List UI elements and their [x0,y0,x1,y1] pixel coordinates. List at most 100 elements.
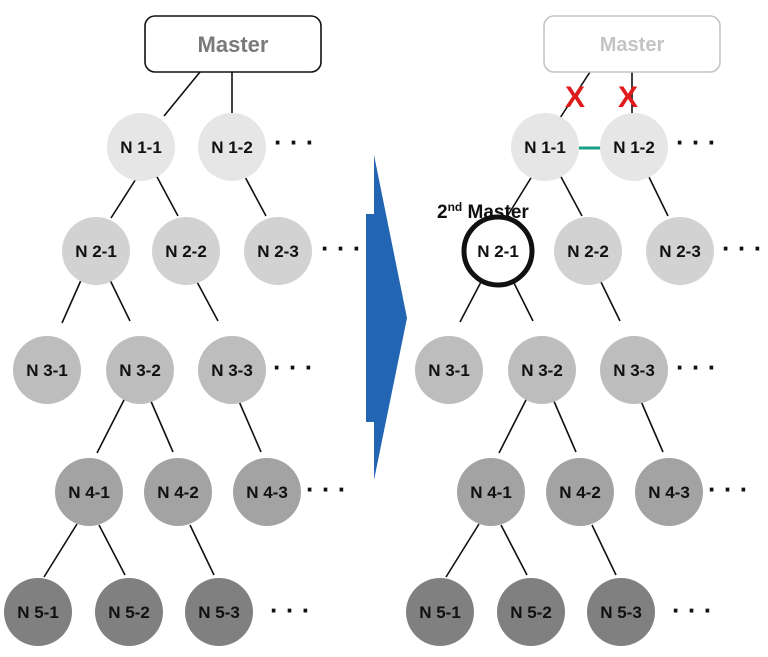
node-n3-1: N 3-1 [415,336,483,404]
node-label: N 3-2 [521,361,563,380]
node-circle [198,113,266,181]
node-n5-1: N 5-1 [406,578,474,646]
edge-n4-2-n5-3 [591,524,617,576]
second-master-base: 2 [437,202,448,223]
node-label: N 2-3 [257,242,299,261]
node-circle [144,458,212,526]
node-n1-1: N 1-1 [107,113,175,181]
node-circle [107,113,175,181]
edge-n1-2-n2-3 [647,174,669,217]
node-circle [95,578,163,646]
edge-n1-1-n2-1 [507,172,535,216]
node-label: N 3-3 [211,361,253,380]
node-n2-1: N 2-1 [62,217,130,285]
node-label: N 1-2 [211,138,253,157]
node-label: N 5-1 [419,603,461,622]
edge-n2-1-n3-1 [459,279,483,323]
node-n3-3: N 3-3 [600,336,668,404]
node-circle [554,217,622,285]
node-n4-2: N 4-2 [546,458,614,526]
node-circle [62,217,130,285]
edge-n4-1-n5-2 [98,524,126,576]
ellipsis-row-4: · · · [306,474,346,504]
node-circle [457,458,525,526]
ellipsis-row-2: · · · [722,233,762,263]
node-n4-2: N 4-2 [144,458,212,526]
node-n2-3: N 2-3 [244,217,312,285]
node-label: N 5-1 [17,603,59,622]
transition-arrow [366,155,407,480]
node-label: N 5-3 [600,603,642,622]
second-master-rest: Master [462,202,529,223]
node-circle [511,113,579,181]
edge-n2-1-n3-2 [513,282,534,322]
right-tree: Master X X N 1-1 N 1-2 N 2-1 N 2-2 N 2-3 N 3-… [406,15,762,646]
node-label: N 2-2 [567,242,609,261]
node-n3-2: N 3-2 [508,336,576,404]
node-n5-2: N 5-2 [497,578,565,646]
node-n3-1: N 3-1 [13,336,81,404]
edge-n3-2-n4-2 [149,398,174,453]
node-n1-2: N 1-2 [600,113,668,181]
node-circle [13,336,81,404]
node-circle [646,217,714,285]
node-label: N 4-3 [648,483,690,502]
node-circle [497,578,565,646]
node-circle [587,578,655,646]
edge-n2-1-n3-1 [61,277,83,324]
cut-mark-right: X [618,81,638,114]
ellipsis-row-1: · · · [274,127,314,157]
ellipsis-row-2: · · · [321,233,361,263]
edge-n3-2-n4-1 [498,397,528,454]
node-n3-2: N 3-2 [106,336,174,404]
left-tree-edges [43,71,267,578]
node-label: N 5-2 [510,603,552,622]
edge-n1-2-n2-3 [243,174,267,217]
node-label: N 4-3 [246,483,288,502]
node-circle [185,578,253,646]
right-tree-edges [445,71,669,578]
edge-n4-1-n5-1 [43,523,78,578]
node-circle [4,578,72,646]
edge-n1-1-n2-2 [559,174,583,217]
node-label: N 5-3 [198,603,240,622]
node-label: N 4-2 [559,483,601,502]
edge-master-n1-1-cut [559,71,591,119]
ellipsis-row-3: · · · [273,352,313,382]
edge-n3-3-n4-3 [237,398,262,453]
node-n4-1: N 4-1 [55,458,123,526]
second-master-node-n2-1: N 2-1 [461,214,535,288]
node-circle [546,458,614,526]
node-label: N 1-2 [613,138,655,157]
right-tree-nodes: N 1-1 N 1-2 N 2-1 N 2-2 N 2-3 N 3-1 N 3-2 N 3-3… [406,113,714,646]
cut-mark-left: X [565,81,585,114]
node-n4-3: N 4-3 [635,458,703,526]
master-box [144,15,322,73]
node-label: N 5-2 [108,603,150,622]
node-n2-3: N 2-3 [646,217,714,285]
node-n5-1: N 5-1 [4,578,72,646]
ellipsis-row-5: · · · [270,595,310,625]
master-box-faded [543,15,721,73]
node-label: N 2-1 [75,242,117,261]
node-label: N 1-1 [120,138,162,157]
node-n2-2: N 2-2 [152,217,220,285]
node-label: N 3-3 [613,361,655,380]
ellipsis-row-5: · · · [672,595,712,625]
node-label: N 3-1 [26,361,68,380]
node-circle [635,458,703,526]
node-n5-2: N 5-2 [95,578,163,646]
node-label: N 1-1 [524,138,566,157]
node-n1-2: N 1-2 [198,113,266,181]
node-circle [198,336,266,404]
node-label: N 4-1 [470,483,512,502]
node-circle [55,458,123,526]
ellipsis-row-1: · · · [676,127,716,157]
edge-n4-2-n5-3 [189,524,215,576]
node-n4-3: N 4-3 [233,458,301,526]
node-n5-3: N 5-3 [587,578,655,646]
second-master-sup: nd [448,200,463,214]
